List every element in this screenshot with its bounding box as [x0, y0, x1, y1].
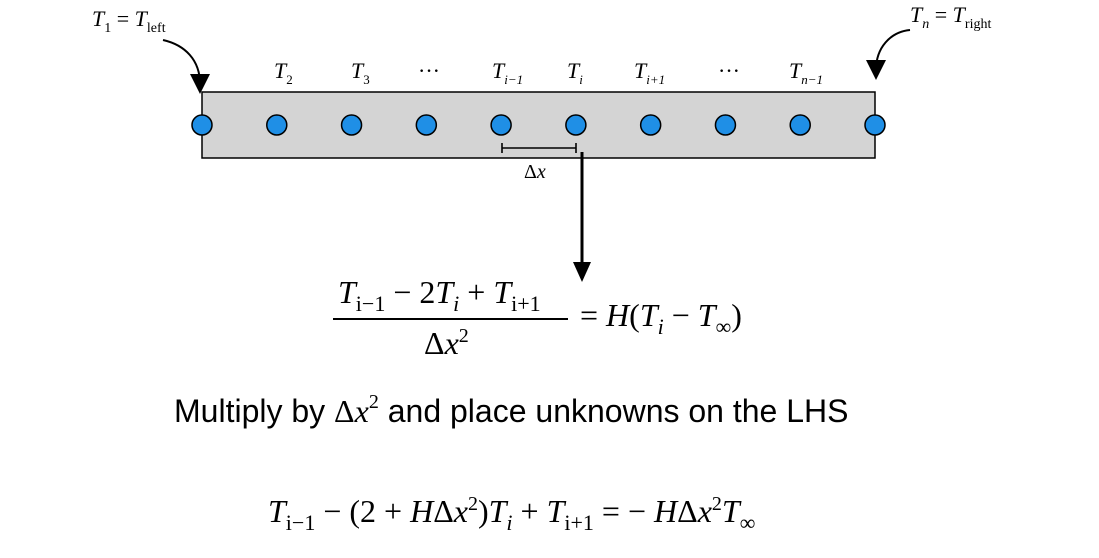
eq1-numerator: Ti−1 − 2Ti + Ti+1 — [338, 274, 541, 316]
left-boundary-arrow — [162, 39, 210, 94]
rod-node-7 — [639, 114, 662, 136]
dx-label: Δx — [524, 161, 546, 183]
node-label-i-plus-1: Ti+1 — [634, 58, 665, 87]
rod-nodes — [191, 114, 886, 136]
node-label-n-minus-1: Tn−1 — [789, 58, 823, 87]
eq1-denominator: Δx2 — [424, 325, 469, 361]
rod-node-6 — [565, 114, 587, 136]
node-label-i: Ti — [567, 58, 583, 87]
node-label-i-minus-1: Ti−1 — [492, 58, 523, 87]
rod-node-8 — [714, 114, 737, 136]
rod-node-4 — [415, 114, 438, 136]
rod-node-2 — [266, 114, 288, 136]
down-arrowhead — [573, 262, 591, 282]
equation-1: Ti−1 − 2Ti + Ti+1 Δx2 = H(Ti − T∞) — [333, 274, 742, 361]
node-label-ellipsis-right: ··· — [718, 58, 740, 83]
rod-node-10 — [864, 114, 886, 136]
instruction-text: Multiply by Δx2 and place unknowns on th… — [174, 391, 848, 429]
rod-bar — [201, 91, 876, 159]
rod-node-1 — [191, 114, 213, 136]
dx-span — [501, 143, 577, 153]
boundary-left-label: T1 = Tleft — [92, 6, 166, 36]
right-boundary-arrow — [866, 29, 911, 80]
node-labels: T2 T3 ··· Ti−1 Ti Ti+1 ··· Tn−1 — [274, 58, 823, 87]
node-label-3: T3 — [351, 58, 370, 87]
boundary-right-label: Tn = Tright — [910, 2, 991, 32]
equation-2: Ti−1 − (2 + HΔx2)Ti + Ti+1 = − HΔx2T∞ — [268, 493, 755, 535]
node-label-ellipsis-left: ··· — [418, 58, 440, 83]
eq1-rhs: = H(Ti − T∞) — [580, 297, 742, 339]
rod-node-9 — [789, 114, 811, 136]
rod-node-3 — [340, 114, 363, 136]
node-label-2: T2 — [274, 58, 293, 87]
rod-node-5 — [490, 114, 512, 136]
